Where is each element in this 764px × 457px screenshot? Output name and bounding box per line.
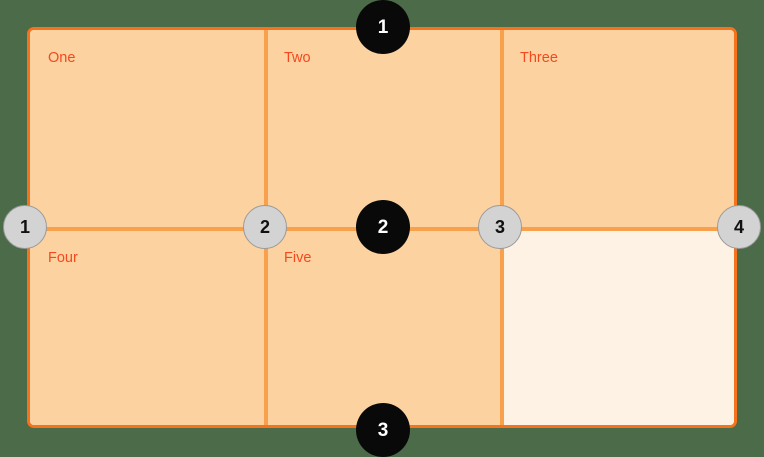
grid-cell-label-two: Two (284, 50, 311, 66)
gray-node-1[interactable]: 1 (3, 205, 47, 249)
grid-cell-one[interactable] (30, 30, 266, 227)
black-node-1[interactable]: 1 (356, 0, 410, 54)
grid-cell-empty[interactable] (502, 231, 734, 425)
gray-node-3[interactable]: 3 (478, 205, 522, 249)
black-node-3[interactable]: 3 (356, 403, 410, 457)
grid-cell-two[interactable] (266, 30, 502, 227)
grid-cell-four[interactable] (30, 231, 266, 425)
grid-cell-label-three: Three (520, 50, 558, 66)
gray-node-4[interactable]: 4 (717, 205, 761, 249)
grid-cell-label-one: One (48, 50, 76, 66)
grid-cell-label-four: Four (48, 250, 78, 266)
grid-cell-three[interactable] (502, 30, 734, 227)
grid-cell-five[interactable] (266, 231, 502, 425)
grid-cell-label-five: Five (284, 250, 312, 266)
black-node-2[interactable]: 2 (356, 200, 410, 254)
gray-node-2[interactable]: 2 (243, 205, 287, 249)
